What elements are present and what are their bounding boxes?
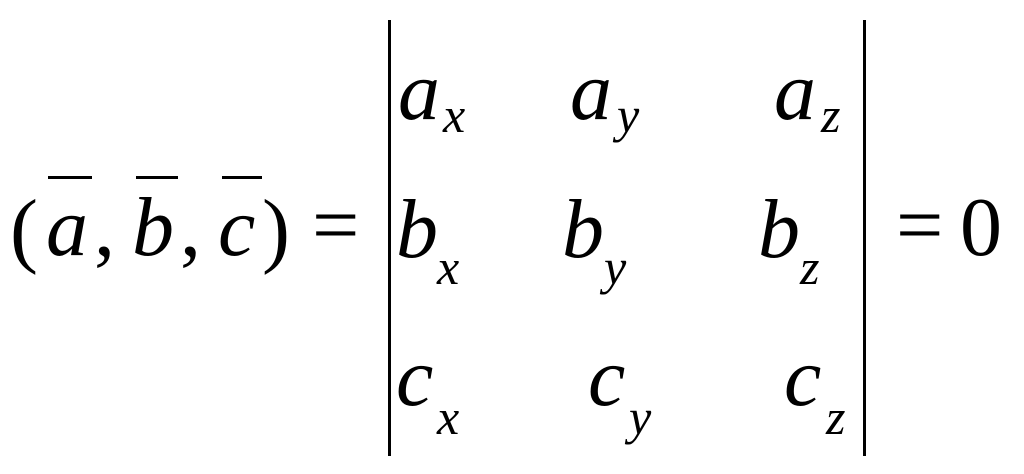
- matrix-b-z: b: [758, 183, 800, 276]
- subscript-x: x: [437, 389, 460, 445]
- matrix-a-x: a: [398, 45, 440, 138]
- equals-sign-2: =: [896, 179, 944, 272]
- open-paren: (: [10, 183, 38, 276]
- comma-2: ,: [180, 181, 201, 274]
- close-paren: ): [262, 183, 290, 276]
- vector-bar-b: [136, 176, 178, 179]
- result-zero: 0: [960, 181, 1002, 274]
- vector-bar-a: [48, 176, 92, 179]
- subscript-y: y: [629, 389, 652, 445]
- determinant-right-bar: [863, 20, 866, 456]
- subscript-x: x: [443, 87, 466, 143]
- determinant-left-bar: [388, 20, 391, 456]
- vector-bar-c: [222, 176, 262, 179]
- matrix-c-x: c: [396, 331, 434, 424]
- subscript-x: x: [437, 239, 460, 295]
- vector-a: a: [46, 181, 88, 274]
- subscript-z: z: [800, 239, 820, 295]
- comma-1: ,: [94, 181, 115, 274]
- vector-c: c: [218, 181, 256, 274]
- matrix-c-z: c: [784, 331, 822, 424]
- matrix-b-y: b: [562, 183, 604, 276]
- equals-sign-1: =: [312, 179, 360, 272]
- matrix-a-y: a: [570, 45, 612, 138]
- matrix-c-y: c: [588, 331, 626, 424]
- matrix-a-z: a: [774, 45, 816, 138]
- subscript-z: z: [826, 389, 846, 445]
- subscript-y: y: [604, 239, 627, 295]
- matrix-b-x: b: [396, 183, 438, 276]
- vector-b: b: [132, 181, 174, 274]
- subscript-y: y: [617, 87, 640, 143]
- subscript-z: z: [821, 87, 841, 143]
